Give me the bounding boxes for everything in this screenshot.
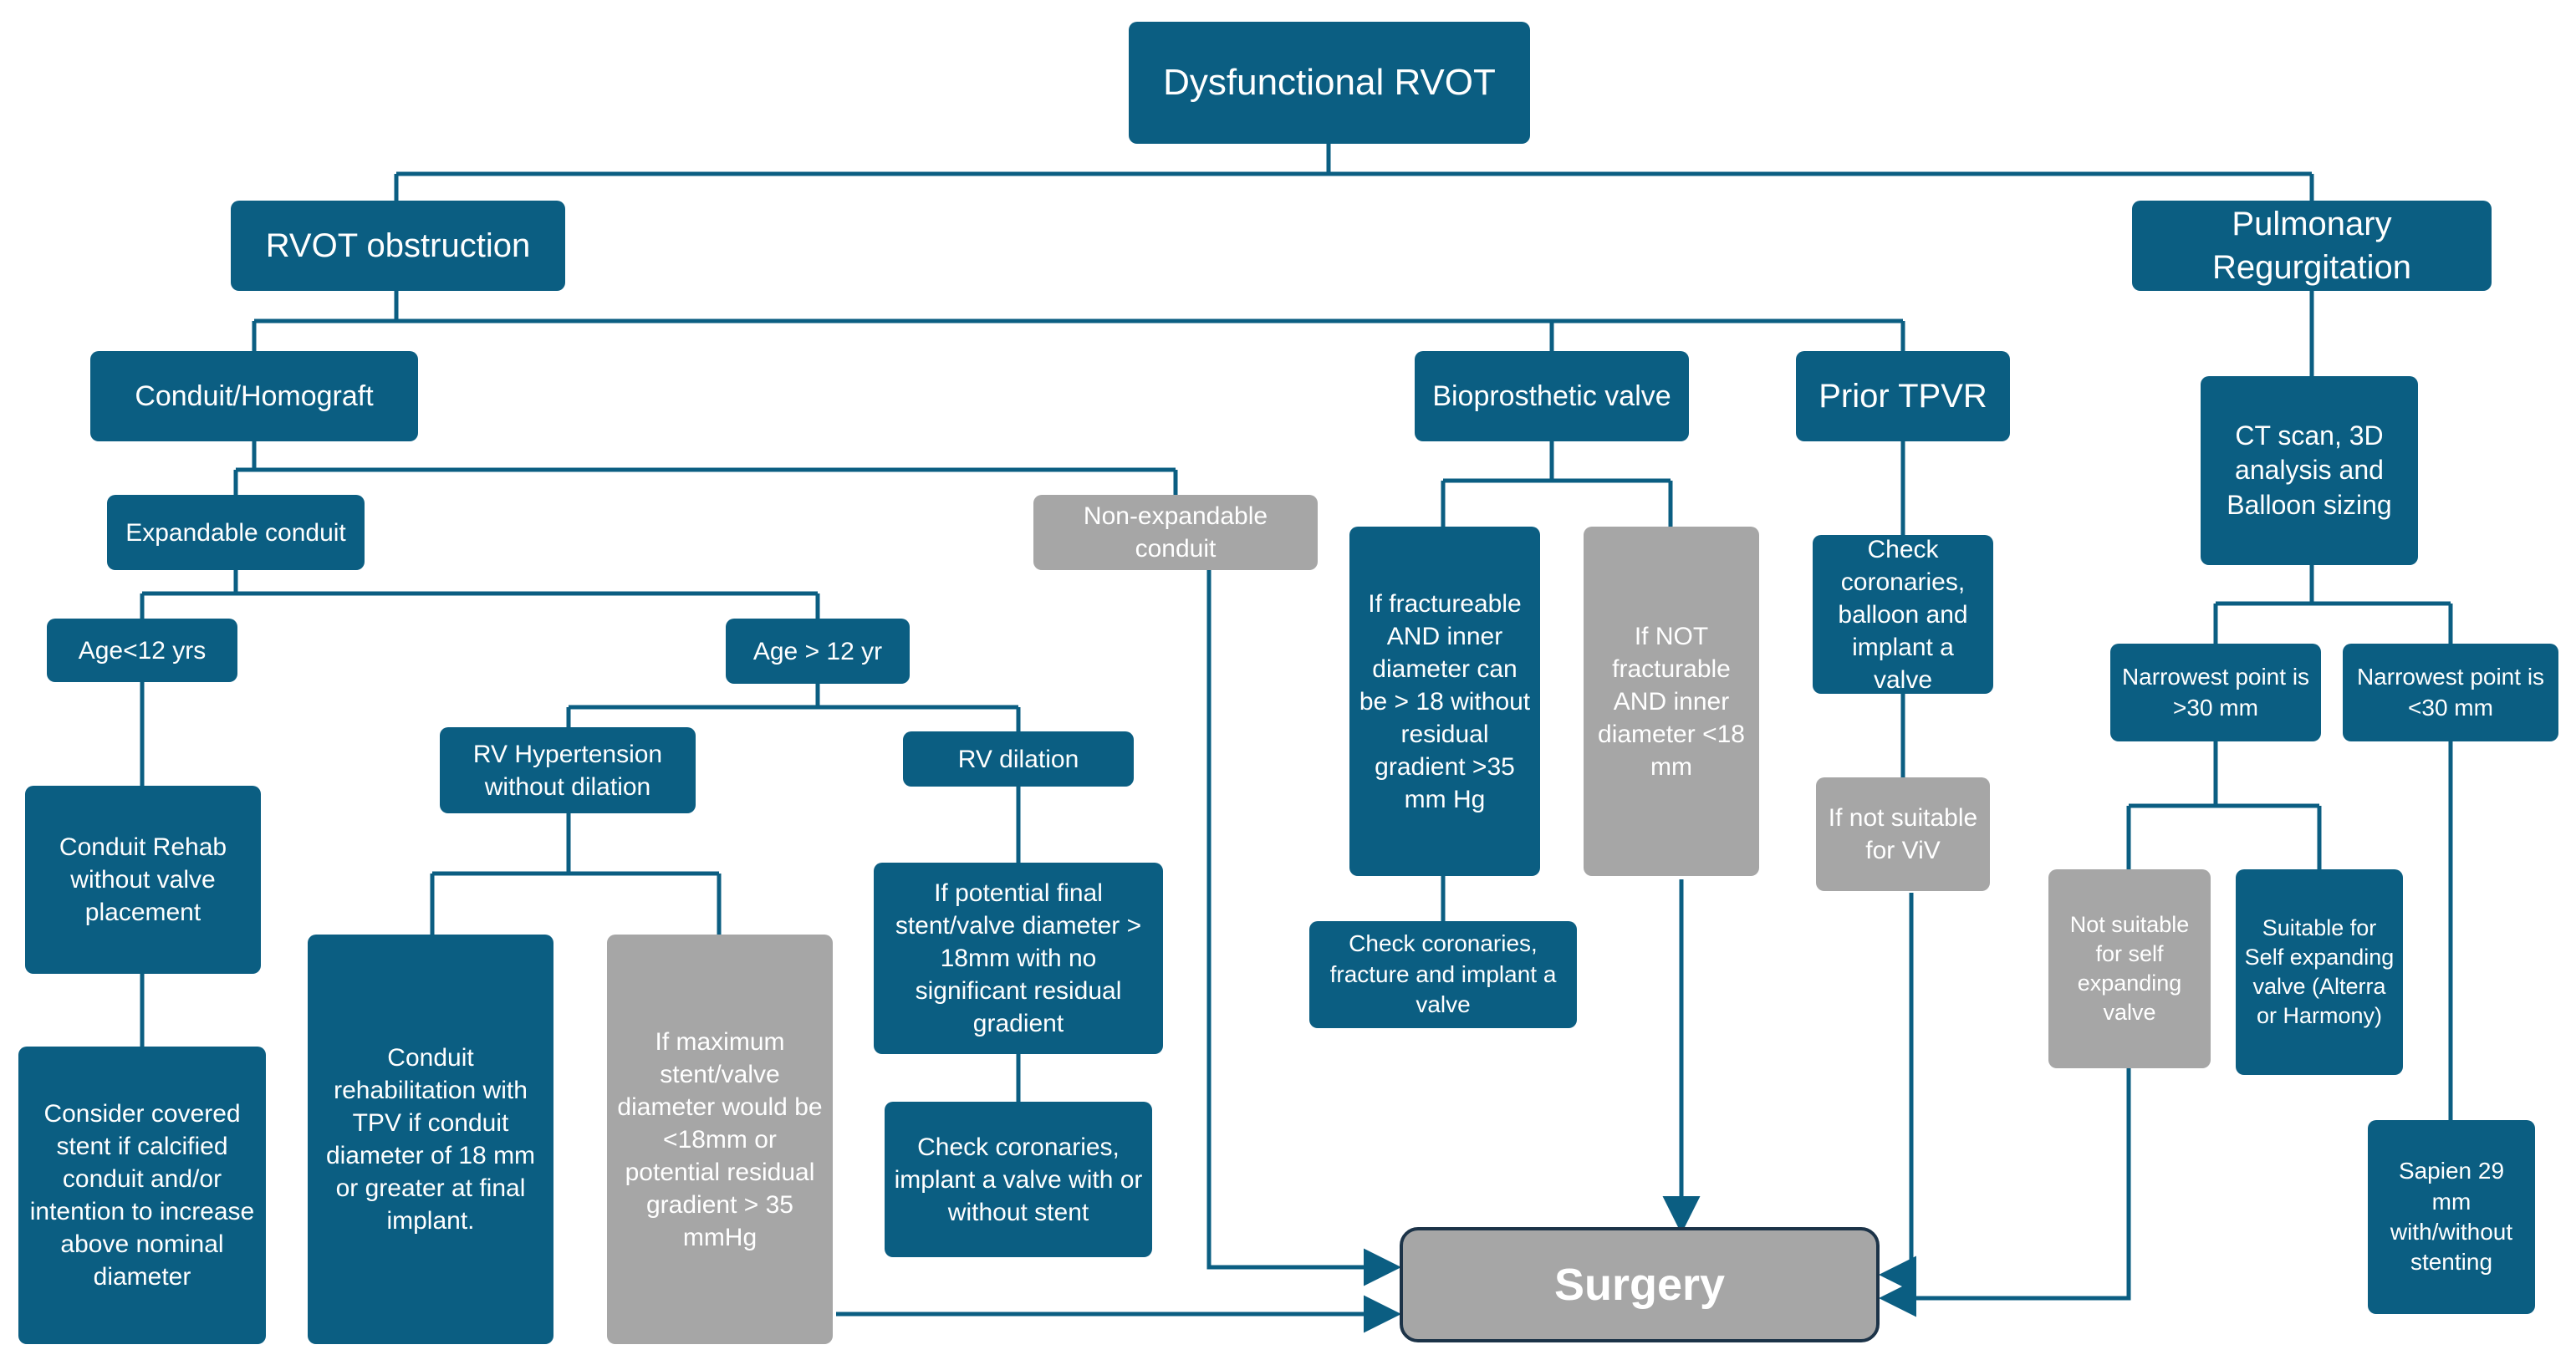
- arrow-to-surgery: [1206, 570, 1401, 1286]
- node-label: If fractureable AND inner diameter can b…: [1359, 589, 1531, 813]
- arrow-to-surgery: [1879, 893, 1916, 1294]
- node-label: Check coronaries, implant a valve with o…: [894, 1133, 1143, 1226]
- node-label: RV Hypertension without dilation: [472, 740, 663, 801]
- node-check-coronaries-stent: Check coronaries, implant a valve with o…: [885, 1102, 1152, 1257]
- node-if-not-fracturable: If NOT fracturable AND inner diameter <1…: [1584, 527, 1759, 876]
- node-label: If maximum stent/valve diameter would be…: [617, 1027, 823, 1251]
- node-label: Check coronaries, balloon and implant a …: [1838, 535, 1968, 694]
- node-label: If potential final stent/valve diameter …: [895, 879, 1142, 1037]
- node-conduit-rehab-tpv: Conduit rehabilitation with TPV if condu…: [308, 935, 553, 1344]
- node-expandable-conduit: Expandable conduit: [107, 495, 365, 570]
- node-label: If not suitable for ViV: [1828, 804, 1978, 864]
- node-not-suitable-self-expanding: Not suitable for self expanding valve: [2048, 869, 2211, 1068]
- node-label: CT scan, 3D analysis and Balloon sizing: [2227, 420, 2392, 520]
- node-bioprosthetic-valve: Bioprosthetic valve: [1415, 351, 1689, 441]
- node-ct-scan: CT scan, 3D analysis and Balloon sizing: [2201, 376, 2418, 565]
- node-pulmonary-regurgitation: Pulmonary Regurgitation: [2132, 201, 2492, 291]
- node-label: Non-expandable conduit: [1083, 502, 1268, 563]
- node-potential-final-diameter: If potential final stent/valve diameter …: [874, 863, 1163, 1054]
- connector-line: [2213, 565, 2453, 644]
- node-age-under-12: Age<12 yrs: [47, 619, 237, 682]
- node-label: Consider covered stent if calcified cond…: [29, 1100, 255, 1291]
- node-not-suitable-viv: If not suitable for ViV: [1816, 777, 1990, 891]
- node-rvot-obstruction: RVOT obstruction: [231, 201, 565, 291]
- node-label: RV dilation: [957, 745, 1079, 773]
- connector-line: [430, 813, 722, 935]
- node-label: Suitable for Self expanding valve (Alter…: [2244, 914, 2395, 1029]
- connector-line: [566, 684, 1021, 731]
- connector-line: [140, 570, 820, 619]
- node-rv-dilation: RV dilation: [903, 731, 1134, 787]
- node-label: If NOT fracturable AND inner diameter <1…: [1598, 622, 1745, 781]
- node-rv-hypertension: RV Hypertension without dilation: [440, 727, 696, 813]
- node-narrowest-under-30: Narrowest point is <30 mm: [2343, 644, 2558, 741]
- node-label: Check coronaries, fracture and implant a…: [1329, 930, 1557, 1018]
- node-age-over-12: Age > 12 yr: [726, 619, 910, 684]
- node-surgery: Surgery: [1400, 1227, 1880, 1342]
- node-narrowest-over-30: Narrowest point is >30 mm: [2110, 644, 2321, 741]
- node-check-coronaries-balloon: Check coronaries, balloon and implant a …: [1813, 535, 1993, 694]
- node-conduit-rehab-no-valve: Conduit Rehab without valve placement: [25, 786, 261, 974]
- connector-line: [2126, 741, 2322, 869]
- node-label: Dysfunctional RVOT: [1163, 62, 1496, 104]
- node-label: Conduit Rehab without valve placement: [59, 833, 227, 926]
- node-prior-tpvr: Prior TPVR: [1796, 351, 2010, 441]
- node-sapien-29: Sapien 29 mm with/without stenting: [2368, 1120, 2535, 1314]
- node-dysfunctional-rvot: Dysfunctional RVOT: [1129, 22, 1530, 144]
- node-label: Not suitable for self expanding valve: [2069, 911, 2190, 1026]
- node-covered-stent: Consider covered stent if calcified cond…: [18, 1047, 266, 1344]
- connector-line: [233, 441, 1178, 495]
- node-label: Conduit/Homograft: [135, 379, 374, 412]
- node-label: Age > 12 yr: [752, 637, 883, 665]
- node-label: Narrowest point is >30 mm: [2121, 664, 2310, 721]
- node-label: Expandable conduit: [125, 518, 346, 547]
- node-if-fractureable: If fractureable AND inner diameter can b…: [1349, 527, 1540, 876]
- node-label: Narrowest point is <30 mm: [2356, 664, 2545, 721]
- node-non-expandable-conduit: Non-expandable conduit: [1033, 495, 1318, 570]
- connector-line: [394, 144, 2314, 201]
- node-label: Sapien 29 mm with/without stenting: [2390, 1158, 2513, 1276]
- node-label: Age<12 yrs: [78, 636, 207, 665]
- node-conduit-homograft: Conduit/Homograft: [90, 351, 418, 441]
- node-label: RVOT obstruction: [265, 227, 531, 264]
- node-label: Bioprosthetic valve: [1432, 379, 1671, 412]
- node-label: Pulmonary Regurgitation: [2212, 206, 2411, 286]
- connector-line: [1441, 441, 1673, 527]
- node-max-stent-diameter: If maximum stent/valve diameter would be…: [607, 935, 833, 1344]
- node-label: Surgery: [1553, 1259, 1726, 1310]
- node-check-coronaries-fracture: Check coronaries, fracture and implant a…: [1309, 921, 1577, 1028]
- node-label: Prior TPVR: [1819, 378, 1987, 415]
- node-label: Conduit rehabilitation with TPV if condu…: [325, 1044, 536, 1235]
- connector-line: [252, 291, 1905, 351]
- node-suitable-self-expanding: Suitable for Self expanding valve (Alter…: [2236, 869, 2403, 1075]
- arrow-to-surgery: [1879, 1068, 2131, 1317]
